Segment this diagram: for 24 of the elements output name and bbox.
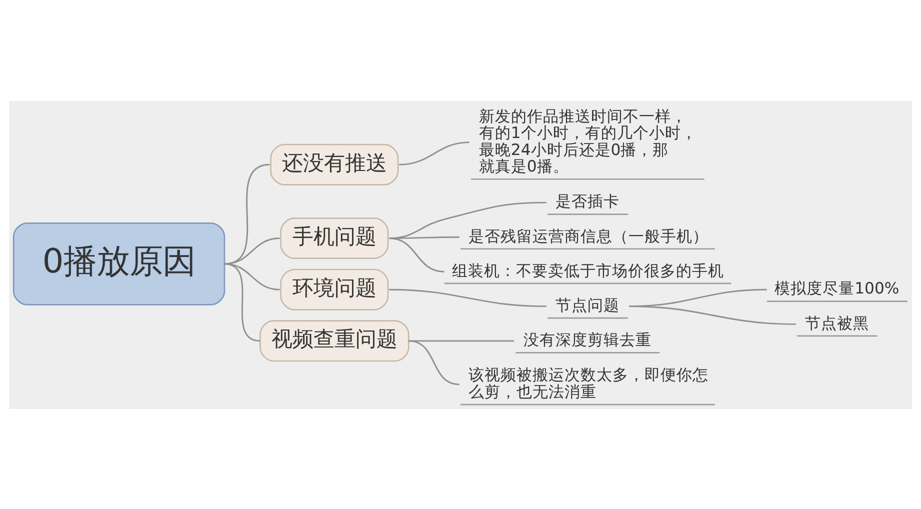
connector (389, 236, 460, 238)
node-box: 环境问题 (280, 268, 389, 310)
node-text: 模拟度尽量100% (774, 279, 900, 298)
connector (629, 305, 796, 324)
node-box: 视频查重问题 (260, 320, 410, 362)
node-text: 节点问题 (555, 296, 620, 314)
connector (389, 201, 546, 238)
node-box: 还没有推送 (270, 143, 399, 185)
node-text: 没有深度剪辑去重 (524, 330, 652, 349)
connector (224, 237, 280, 264)
connector (389, 237, 444, 272)
node-text: 组装机：不要卖低于市场价很多的手机 (452, 261, 724, 280)
node-box: 0播放原因 (12, 222, 226, 305)
connector (389, 288, 546, 307)
node-text: 该视频被搬运次数太多，即便你怎么剪，也无法消重 (468, 366, 708, 400)
node-box: 手机问题 (280, 217, 389, 259)
node-text: 新发的作品推送时间不一样，有的1个小时，有的几个小时，最晚24小时后还是0播，那就真是0播。 (478, 106, 697, 176)
connector (408, 340, 460, 385)
connector (224, 262, 260, 342)
node-text: 节点被黑 (804, 314, 869, 332)
node-text: 是否插卡 (555, 192, 620, 210)
node-text: 是否残留运营商信息（一般手机） (468, 226, 708, 245)
connector (408, 340, 514, 342)
connector (399, 141, 470, 165)
